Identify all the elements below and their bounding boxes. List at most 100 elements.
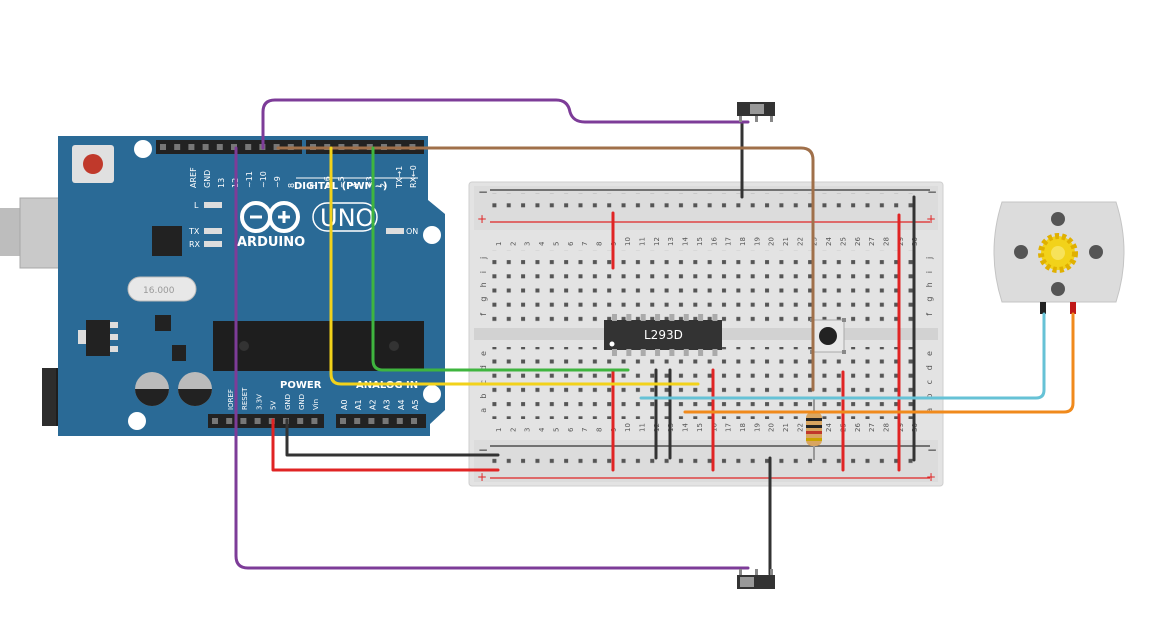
on-led-label: ON (406, 227, 418, 236)
chip-pin (640, 314, 646, 321)
power-header (208, 414, 324, 428)
digital-pin-label: ~6 (323, 176, 332, 188)
rail-minus-top-right: − (927, 185, 937, 199)
column-number: 29 (897, 423, 905, 432)
power-pin-label: IOREF (227, 389, 235, 410)
column-number: 13 (667, 237, 675, 246)
crystal-label: 16.000 (143, 286, 175, 296)
arduino-brand: ARDUINO (237, 235, 305, 250)
chip-pin (712, 314, 718, 321)
column-number: 22 (796, 423, 804, 432)
analog-pin-label: A1 (354, 399, 363, 410)
chip-pin (626, 349, 632, 356)
chip-pin (683, 314, 689, 321)
column-number: 27 (868, 237, 876, 246)
row-letter: h (925, 282, 934, 287)
row-letter: d (479, 365, 488, 370)
chip-pin (655, 349, 661, 356)
digital-header-left (156, 140, 302, 154)
column-number: 19 (753, 423, 761, 432)
analog-pin-label: A2 (368, 399, 377, 410)
digital-pin-label: 7 (309, 183, 318, 188)
column-number: 29 (897, 237, 905, 246)
column-number: 22 (796, 237, 804, 246)
column-number: 10 (624, 423, 632, 432)
row-letter: f (925, 313, 934, 316)
column-number: 23 (811, 237, 819, 246)
power-pin-label: GND (284, 394, 292, 410)
power-pin-label: GND (298, 394, 306, 410)
column-number: 14 (682, 423, 690, 432)
row-letter: i (479, 271, 488, 273)
chip-pin (683, 349, 689, 356)
digital-pin-label: AREF (189, 167, 198, 188)
column-number: 24 (825, 423, 833, 432)
column-number: 24 (825, 237, 833, 246)
column-number: 20 (768, 423, 776, 432)
column-number: 4 (538, 427, 546, 432)
resistor (806, 398, 822, 460)
chip-pin (640, 349, 646, 356)
column-number: 18 (739, 423, 747, 432)
analog-header (336, 414, 426, 428)
row-letter: e (925, 351, 934, 356)
digital-pin-label: ~11 (245, 171, 254, 188)
column-number: 1 (495, 242, 503, 246)
column-number: 2 (509, 428, 517, 432)
column-number: 4 (538, 241, 546, 246)
crystal-oscillator (127, 276, 197, 302)
analog-pin-label: A3 (383, 399, 392, 410)
slide-switch-bottom[interactable] (737, 569, 775, 589)
l293d-chip: L293D (604, 320, 722, 350)
analog-pin-label: A5 (411, 399, 420, 410)
led-l-label: L (194, 201, 199, 210)
column-number: 8 (595, 242, 603, 246)
row-letter: j (479, 257, 488, 260)
rail-minus-bottom-left: − (478, 443, 488, 457)
chip-pin (655, 314, 661, 321)
row-letter: g (925, 297, 934, 302)
digital-pin-label: 4 (351, 183, 360, 188)
chip-pin (698, 349, 704, 356)
chip-pin (612, 314, 617, 321)
column-number: 15 (696, 423, 704, 432)
column-number: 15 (696, 237, 704, 246)
digital-pin-label: RX←0 (409, 165, 418, 188)
column-number: 11 (639, 423, 647, 432)
column-number: 10 (624, 237, 632, 246)
rail-plus-top-right: + (926, 212, 936, 226)
row-letter: a (479, 408, 488, 413)
row-letter: i (925, 271, 934, 273)
row-letter: f (479, 313, 488, 316)
row-letter: b (479, 394, 488, 399)
row-letter: e (479, 351, 488, 356)
led-tx-label: TX (188, 227, 200, 236)
row-letter: c (925, 380, 934, 384)
chip-pin (698, 314, 704, 321)
chip-pin (669, 349, 675, 356)
digital-pin-label: 8 (287, 183, 296, 188)
row-letter: c (479, 380, 488, 384)
led-rx-label: RX (189, 240, 201, 249)
digital-label: DIGITAL (PWM~) (294, 181, 387, 192)
dc-motor (993, 201, 1125, 314)
column-number: 11 (639, 237, 647, 246)
power-pin-label: Vin (312, 399, 320, 410)
pushbutton[interactable] (810, 318, 846, 354)
chip-pin (612, 349, 617, 356)
column-number: 3 (524, 428, 532, 432)
rail-minus-top-left: − (478, 185, 488, 199)
column-number: 20 (768, 237, 776, 246)
analog-pin-label: A4 (397, 399, 406, 410)
column-number: 28 (882, 423, 890, 432)
row-letter: g (479, 297, 488, 302)
chip-pin (669, 314, 675, 321)
rail-plus-bottom-left: + (477, 470, 487, 484)
column-number: 7 (581, 242, 589, 246)
column-number: 26 (854, 423, 862, 432)
slide-switch-top[interactable] (737, 102, 775, 122)
